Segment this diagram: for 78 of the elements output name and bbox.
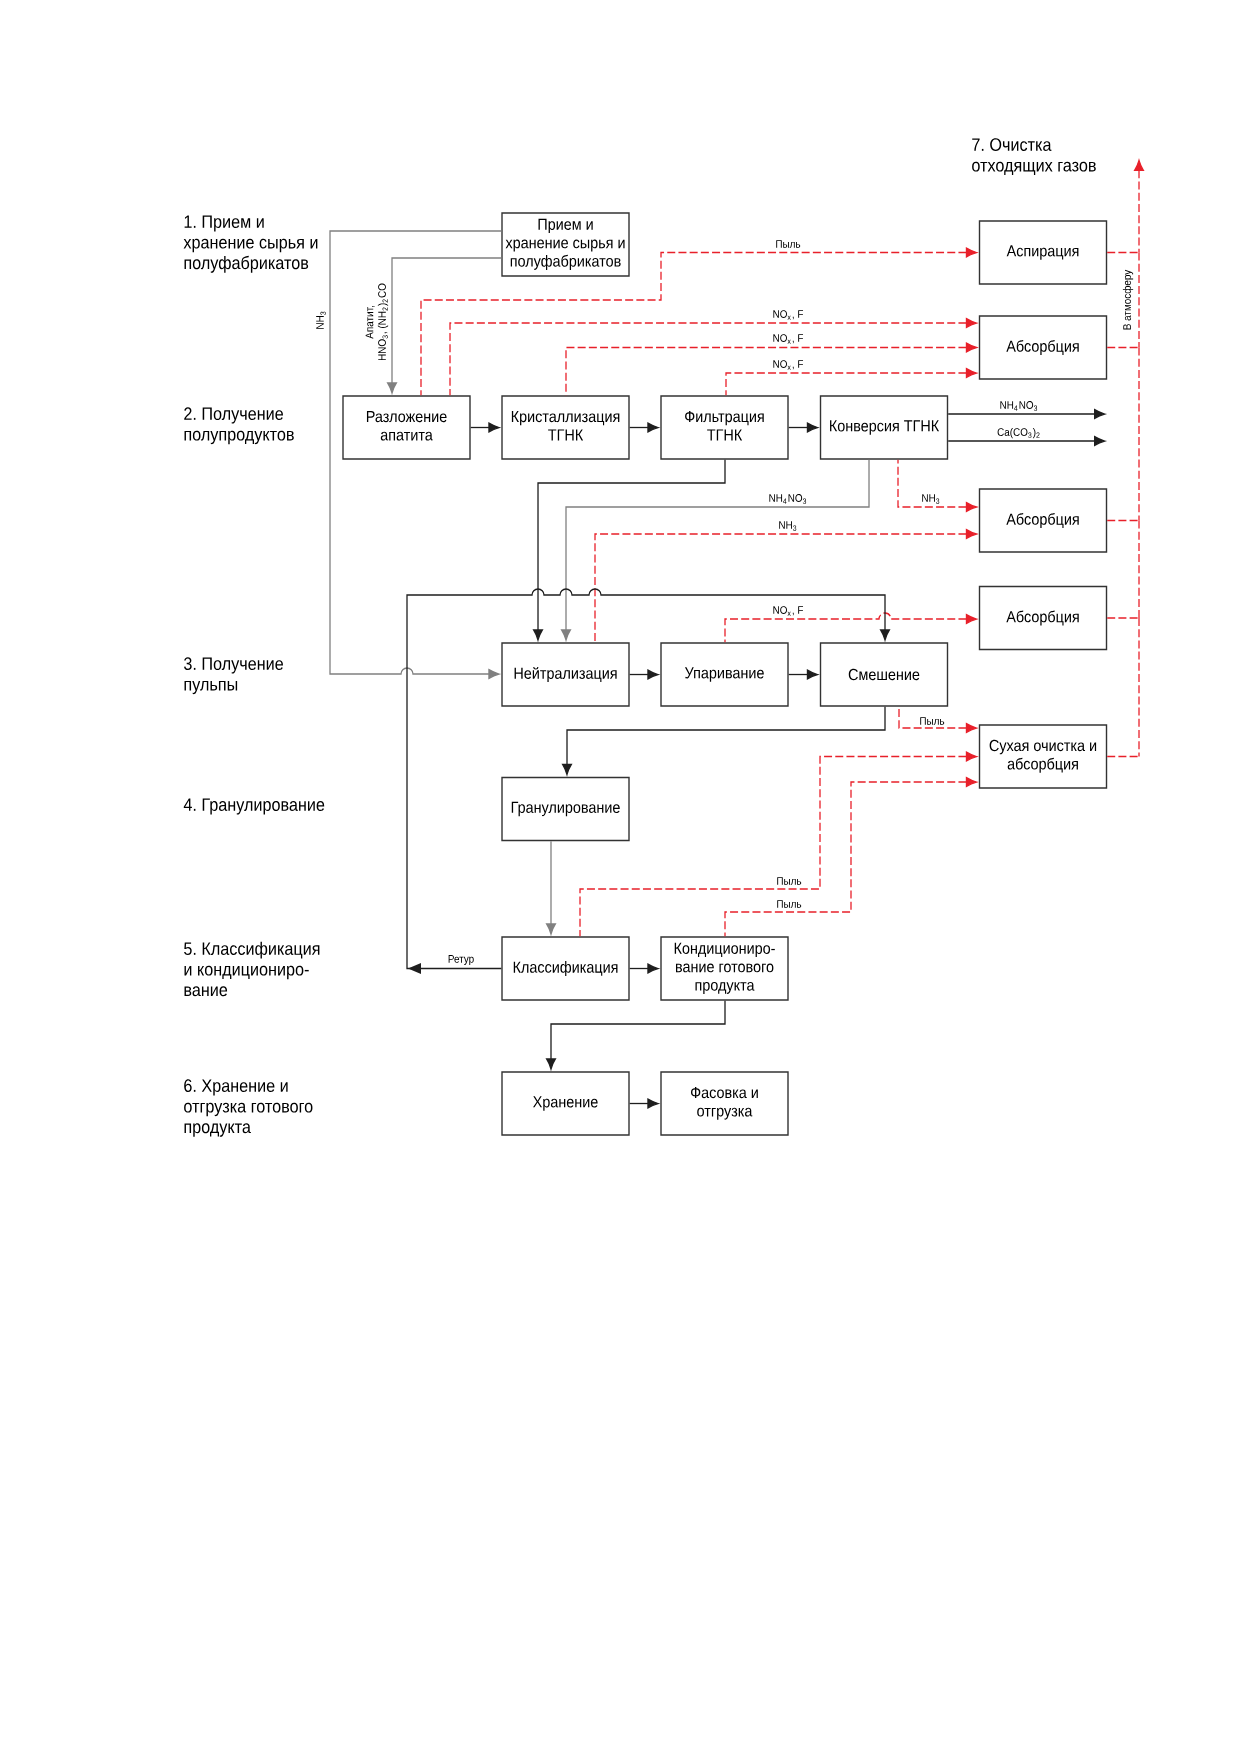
arrow [329, 230, 502, 680]
process-box: Разложение апатита [342, 395, 471, 460]
edge-label: Ретур [448, 955, 474, 965]
edge-label: Пыль [920, 717, 945, 725]
dashed-line [1138, 519, 1140, 619]
dashed-arrow [897, 459, 978, 513]
process-box: Хранение [501, 1071, 630, 1136]
arrow [788, 422, 819, 433]
edge-label: NH$_{3}$ [779, 521, 797, 531]
arrow [947, 435, 1106, 447]
edge-label: Пыль [777, 877, 802, 885]
edge-label: NO$_{x}$, F [773, 310, 804, 320]
dashed-line [1138, 617, 1140, 758]
dashed-line [1106, 519, 1140, 522]
arrow [629, 669, 659, 680]
arrow [545, 840, 557, 935]
arrow [947, 408, 1106, 420]
process-box: Упаривание [660, 642, 789, 707]
arrow [629, 1098, 659, 1109]
dashed-line [1106, 346, 1140, 349]
dashed-arrow [449, 317, 978, 396]
process-box: Фильтрация ТГНК [660, 395, 789, 460]
dashed-arrow [724, 776, 978, 937]
process-box: Классификация [501, 936, 630, 1001]
edge-label: NH$_{4}$NO$_{3}$ [1000, 401, 1038, 411]
arrow [629, 963, 659, 974]
arrow [470, 422, 500, 433]
dashed-arrow [898, 706, 978, 734]
dashed-arrow [1133, 159, 1145, 254]
process-box: Кристаллизация ТГНК [501, 395, 630, 460]
arrow [406, 588, 891, 970]
edge-label: Пыль [776, 240, 801, 248]
stage-heading: 5. Классификация и кондициониро- вание [184, 941, 320, 997]
arrow [788, 669, 819, 680]
process-box: Абсорбция [978, 585, 1108, 651]
dashed-line [1106, 251, 1140, 254]
arrow [386, 257, 502, 394]
edge-label: NO$_{x}$, F [773, 606, 804, 616]
arrow [532, 459, 726, 641]
edge-label: NH$_{4}$NO$_{3}$ [769, 494, 807, 504]
flow-label: В атмосферу [1122, 269, 1134, 330]
dashed-line [1106, 617, 1140, 619]
edge-label: Пыль [777, 900, 802, 908]
stage-heading: 2. Получение полупродуктов [184, 407, 294, 445]
arrow [561, 706, 886, 776]
process-box: Абсорбция [978, 488, 1108, 553]
edge-label: NH$_{3}$ [316, 311, 326, 329]
process-box: Абсорбция [978, 315, 1108, 380]
dashed-arrow [579, 751, 978, 937]
dashed-arrow [725, 367, 978, 396]
arrow [545, 1000, 726, 1070]
stage-heading: 3. Получение пульпы [184, 657, 283, 695]
dashed-line [1138, 251, 1140, 349]
edge-label: NO$_{x}$, F [773, 360, 804, 370]
process-box: Конверсия ТГНК [819, 395, 949, 460]
stage-heading: 4. Гранулирование [183, 798, 325, 815]
stage-heading: 1. Прием и хранение сырья и полуфабрикатов [183, 215, 318, 273]
process-box: Смешение [819, 642, 949, 707]
stage-heading: 6. Хранение и отгрузка готового продукта [184, 1079, 313, 1137]
arrow [629, 422, 659, 433]
stage-heading: 7. Очистка отходящих газов [972, 138, 1096, 175]
arrow [560, 459, 870, 641]
process-box: Гранулирование [501, 776, 630, 842]
process-box: Аспирация [978, 220, 1108, 285]
dashed-arrow [594, 529, 978, 643]
edge-label: NO$_{x}$, F [773, 334, 804, 344]
process-box: Фасовка и отгрузка [660, 1071, 789, 1136]
process-box: Прием и хранение сырья и полуфабрикатов [501, 212, 630, 277]
process-box: Сухая очистка и абсорбция [978, 724, 1108, 789]
process-box: Кондициониро- вание готового продукта [660, 936, 789, 1001]
dashed-arrow [420, 247, 978, 396]
edge-label: Апатит, HNO$_{3}$, (NH$_{2}$)$_{2}$CO [365, 283, 389, 361]
dashed-arrow [724, 612, 978, 643]
process-box: Нейтрализация [501, 642, 630, 707]
edge-label: Ca(CO$_{3}$)$_{2}$ [997, 427, 1040, 439]
dashed-line [1138, 346, 1140, 522]
dashed-line [1106, 755, 1140, 758]
edge-label: NH$_{3}$ [922, 494, 940, 504]
